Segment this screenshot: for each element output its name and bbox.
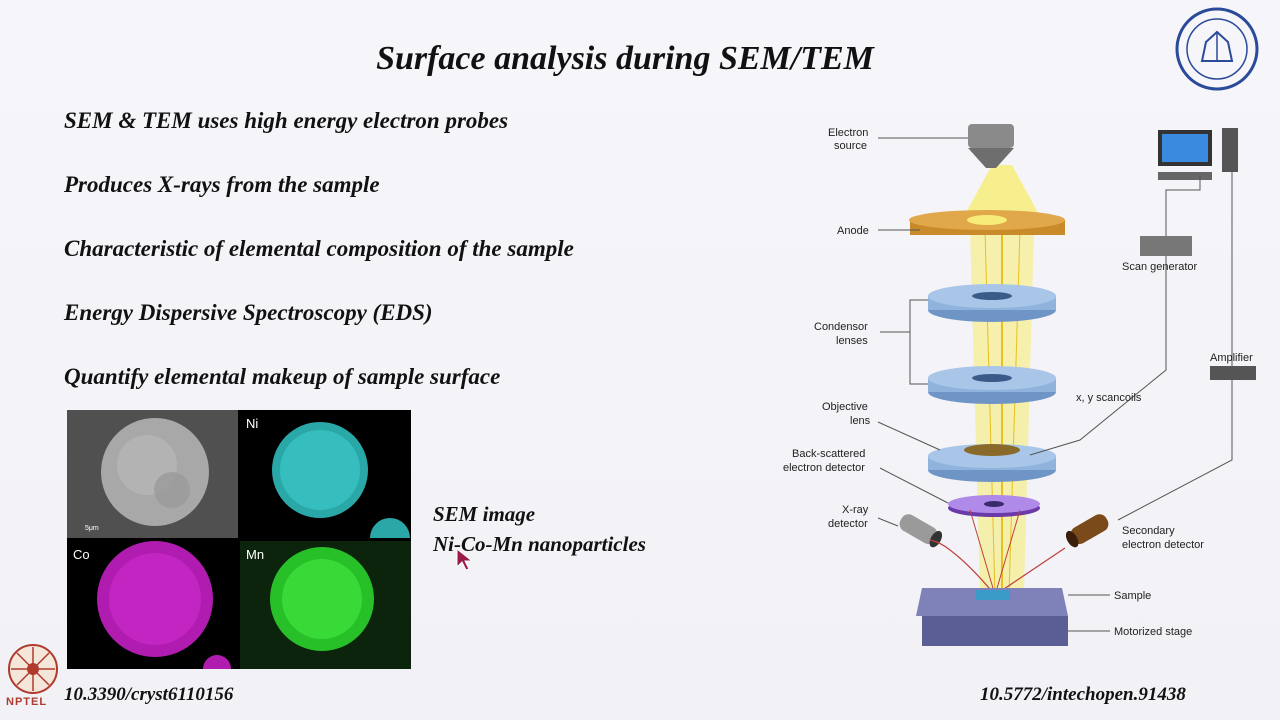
sem-image-panel: 5μm [67,410,238,538]
label-anode: Anode [837,225,869,237]
mn-map-panel: Mn [240,541,411,669]
sem-particle-image [67,410,238,538]
scan-generator-device [1140,236,1192,256]
electron-beam-upper [962,165,1042,220]
bullet-1: SEM & TEM uses high energy electron prob… [64,108,509,133]
label-electron-source-1: Electron [828,127,868,139]
label-scan-generator: Scan generator [1122,261,1198,273]
caption-sem-image: SEM image [433,502,536,526]
secondary-electron-detector [1065,514,1109,548]
bullet-4: Energy Dispersive Spectroscopy (EDS) [64,300,433,325]
label-objective-2: lens [850,415,871,427]
nptel-logo-icon [8,644,58,694]
label-secondary-2: electron detector [1122,539,1204,551]
caption-nanoparticles: Ni-Co-Mn nanoparticles [433,532,646,556]
mn-label: Mn [246,547,265,562]
nptel-label: NPTEL [6,696,48,708]
label-stage: Motorized stage [1114,626,1192,638]
ni-label: Ni [246,416,259,431]
label-objective-1: Objective [822,401,868,413]
label-sample: Sample [1114,590,1151,602]
label-bse-1: Back-scattered [792,448,865,460]
slide-title: Surface analysis during SEM/TEM [376,40,874,77]
label-xray-2: detector [828,518,868,530]
computer-tower-icon [1222,128,1238,172]
mouse-cursor-icon [456,548,474,571]
co-map-panel: Co [67,541,238,669]
reference-left: 10.3390/cryst6110156 [64,684,234,705]
amplifier-device [1210,366,1256,380]
co-label: Co [73,547,90,562]
bullet-2: Produces X-rays from the sample [64,172,380,197]
label-amplifier: Amplifier [1210,352,1253,364]
bullet-5: Quantify elemental makeup of sample surf… [64,364,501,389]
sem-schematic-diagram: Electron source Anode Condensor lenses O… [783,124,1256,646]
label-scancoils: x, y scancoils [1076,392,1142,404]
label-bse-2: electron detector [783,462,865,474]
eds-image-grid: 5μm Ni Co Mn [67,410,411,669]
label-xray-1: X-ray [842,504,869,516]
xray-detector [899,514,943,548]
scale-bar-label: 5μm [85,525,99,532]
mn-map-image [240,541,411,669]
label-secondary-1: Secondary [1122,525,1175,537]
label-electron-source-2: source [834,140,867,152]
bullet-3: Characteristic of elemental composition … [64,236,574,261]
label-condensor-2: lenses [836,335,868,347]
sample [976,590,1010,600]
reference-right: 10.5772/intechopen.91438 [980,684,1186,705]
motorized-stage [916,588,1068,616]
label-condensor-1: Condensor [814,321,868,333]
ni-map-panel: Ni [240,410,411,538]
electron-source [968,124,1014,148]
ni-map-image [272,422,410,538]
co-map-image [97,541,231,669]
institute-logo-icon [1175,7,1259,91]
